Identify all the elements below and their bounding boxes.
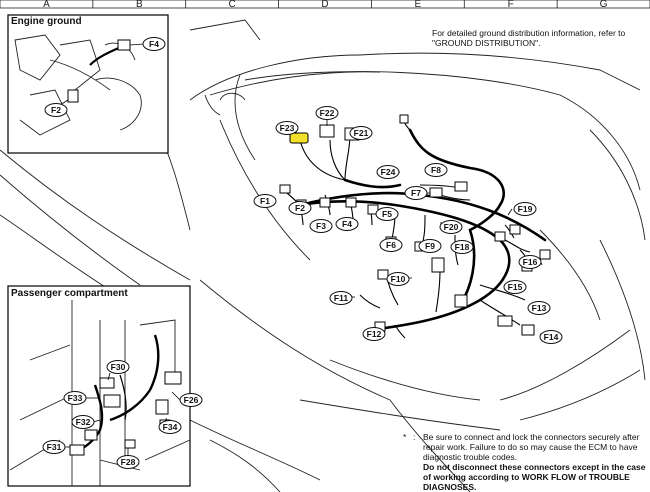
callout-f16: F16 [523, 257, 538, 267]
note-colon: : [413, 432, 416, 442]
callout-f19: F19 [518, 204, 533, 214]
callout-f12: F12 [367, 329, 382, 339]
callout-bubble-f13 [527, 301, 551, 315]
callout-engine-f2: F2 [51, 105, 61, 115]
callout-bubble-f24 [376, 165, 400, 179]
grid-columns: A B C D E F G [43, 0, 608, 10]
callout-f11: F11 [334, 293, 348, 303]
callout-f10: F10 [391, 274, 406, 284]
vehicle-outline [0, 19, 646, 492]
callout-bubble-f8 [424, 163, 448, 177]
callout-bubble-f18 [450, 240, 474, 254]
note-line-2: Do not disconnect these connectors excep… [423, 462, 646, 492]
callout-bubble-f11 [329, 291, 353, 305]
passenger-inset: F30 F33 F32 F31 F28 F34 F26 [7, 285, 203, 487]
note-line-1: Be sure to connect and lock the connecto… [423, 432, 640, 462]
callout-f14: F14 [544, 332, 559, 342]
callout-bubble-f21 [349, 126, 373, 140]
callout-f21: F21 [354, 128, 369, 138]
callout-f18: F18 [455, 242, 470, 252]
grid-column-f: F [508, 0, 514, 10]
ground-distribution-note: For detailed ground distribution informa… [432, 28, 626, 48]
callout-f6: F6 [386, 240, 396, 250]
callout-bubble-f12 [362, 327, 386, 341]
caution-note: * : Be sure to connect and lock the conn… [403, 432, 648, 492]
callout-f34: F34 [163, 422, 178, 432]
grid-column-g: G [600, 0, 608, 10]
callout-bubble-f5 [375, 207, 399, 221]
callout-f9: F9 [425, 241, 435, 251]
highlighted-connector-f23 [289, 132, 309, 144]
grid-header [0, 0, 650, 9]
callout-f26: F26 [184, 395, 199, 405]
engine-ground-title: Engine ground [11, 16, 82, 27]
callout-bubble-f7 [404, 186, 428, 200]
callout-f28: F28 [121, 457, 136, 467]
callout-f30: F30 [111, 362, 126, 372]
callout-bubble-f19 [513, 202, 537, 216]
callout-f15: F15 [508, 282, 523, 292]
callout-bubble-f14 [539, 330, 563, 344]
grid-column-e: E [415, 0, 422, 10]
grid-column-c: C [229, 0, 236, 10]
callout-f20: F20 [444, 222, 459, 232]
callout-engine-f4: F4 [149, 39, 159, 49]
callout-f2: F2 [295, 203, 305, 213]
callout-f5: F5 [382, 209, 392, 219]
callout-f32: F32 [76, 417, 91, 427]
callout-f13: F13 [532, 303, 547, 313]
callout-f22: F22 [320, 108, 335, 118]
callout-f7: F7 [411, 188, 421, 198]
callout-f4: F4 [342, 219, 352, 229]
callout-f3: F3 [316, 221, 326, 231]
callout-f31: F31 [47, 442, 62, 452]
passenger-compartment-title: Passenger compartment [11, 288, 128, 299]
callout-bubble-f15 [503, 280, 527, 294]
engine-ground-inset: F4 F2 [7, 14, 169, 154]
callout-bubble-f2 [288, 201, 312, 215]
callout-bubble-f9 [418, 239, 442, 253]
callout-bubble-f23 [275, 121, 299, 135]
grid-column-b: B [136, 0, 143, 10]
callout-bubble-f10 [386, 272, 410, 286]
callout-f33: F33 [68, 393, 83, 403]
callout-f8: F8 [431, 165, 441, 175]
callout-bubble-f20 [439, 220, 463, 234]
callout-bubble-f3 [309, 219, 333, 233]
callout-bubble-f16 [518, 255, 542, 269]
callout-f1: F1 [260, 196, 270, 206]
grid-column-a: A [43, 0, 50, 10]
note-star: * [403, 432, 407, 442]
callout-f23: F23 [280, 123, 295, 133]
grid-column-d: D [321, 0, 328, 10]
callout-bubble-f1 [253, 194, 277, 208]
callout-f24: F24 [381, 167, 396, 177]
callout-bubble-f4 [335, 217, 359, 231]
callout-bubble-f6 [379, 238, 403, 252]
callout-bubble-f22 [315, 106, 339, 120]
